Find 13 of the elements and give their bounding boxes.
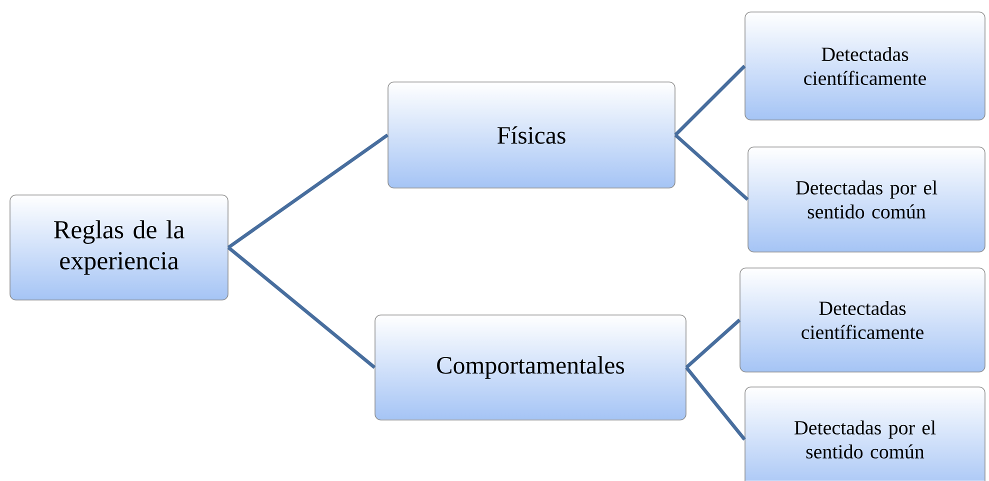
process-box: Detectadas científicamente	[740, 268, 986, 372]
connector-line	[674, 64, 746, 136]
connector-line	[227, 246, 376, 369]
connector-line	[685, 318, 741, 369]
process-box: Detectadas por el sentido común	[744, 386, 986, 481]
connector-line	[674, 134, 749, 201]
connector-line	[227, 134, 389, 249]
process-box: Físicas	[388, 82, 676, 188]
connector-line	[685, 366, 746, 441]
process-box: Detectadas científicamente	[744, 12, 986, 120]
process-box: Comportamentales	[374, 314, 686, 420]
process-box: Reglas de la experiencia	[10, 194, 228, 300]
process-box: Detectadas por el sentido común	[748, 146, 986, 252]
